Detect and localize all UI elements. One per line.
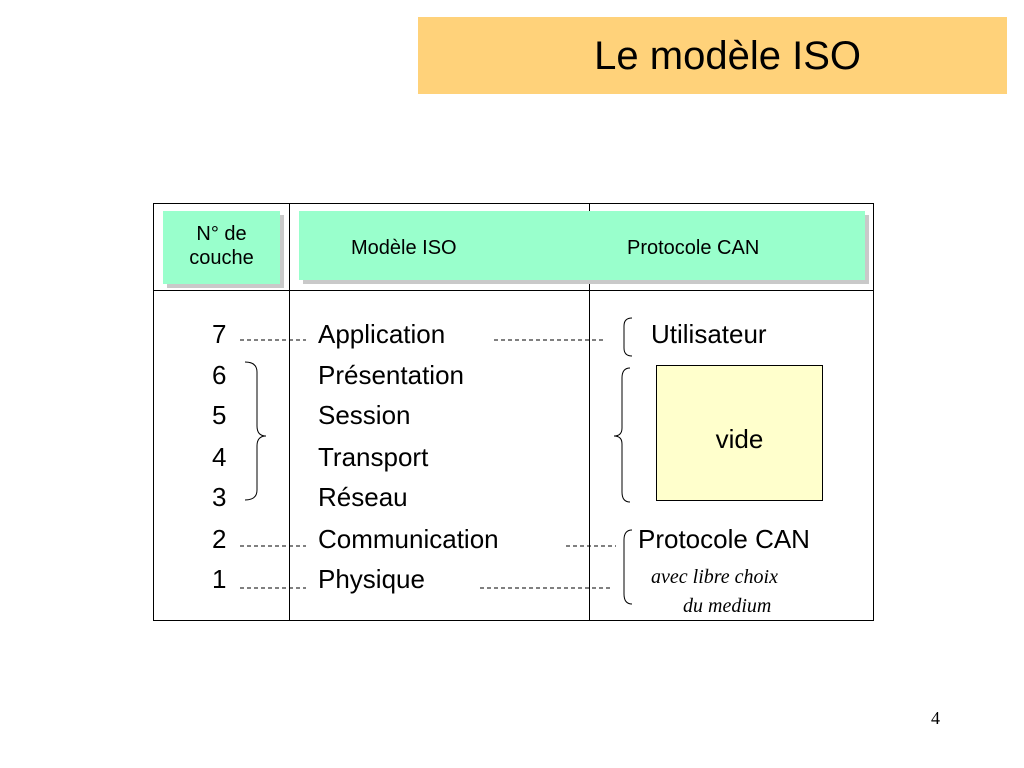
layer-number: 2 xyxy=(212,524,227,554)
header-layer-number-label: N° de couche xyxy=(189,223,254,269)
brace-layers-3-6 xyxy=(244,361,267,501)
can-user-label: Utilisateur xyxy=(651,319,767,349)
bracket-protocole-can xyxy=(623,529,633,605)
can-medium-note-line1: avec libre choix xyxy=(651,566,778,588)
column-divider-1 xyxy=(289,203,290,621)
layer-name: Session xyxy=(318,400,411,430)
layer-number: 4 xyxy=(212,442,227,472)
page-number: 4 xyxy=(931,708,940,728)
page-title: Le modèle ISO xyxy=(594,34,861,78)
can-medium-note-line2: du medium xyxy=(683,595,772,617)
can-protocol-label: Protocole CAN xyxy=(638,524,810,554)
header-divider xyxy=(153,290,874,291)
title-banner: Le modèle ISO xyxy=(418,17,1007,94)
layer-name: Application xyxy=(318,319,446,349)
layer-number: 7 xyxy=(212,319,227,349)
empty-layers-label: vide xyxy=(715,424,764,454)
layer-name: Réseau xyxy=(318,482,408,512)
header-cell-models: Modèle ISO Protocole CAN xyxy=(299,211,865,280)
layer-name: Transport xyxy=(318,442,429,472)
layer-number: 5 xyxy=(212,400,227,430)
layer-number: 3 xyxy=(212,482,227,512)
layer-number: 6 xyxy=(212,360,227,390)
layer-name: Présentation xyxy=(318,360,464,390)
empty-layers-box: vide xyxy=(656,365,823,501)
layer-name: Physique xyxy=(318,564,425,594)
header-can-protocol-label: Protocole CAN xyxy=(627,237,760,259)
iso-table-frame xyxy=(153,203,874,621)
brace-vide xyxy=(613,367,631,503)
header-cell-layer-number: N° de couche xyxy=(163,211,280,284)
header-iso-model-label: Modèle ISO xyxy=(351,237,457,259)
bracket-utilisateur xyxy=(623,317,633,357)
column-divider-2 xyxy=(589,203,590,621)
layer-name: Communication xyxy=(318,524,499,554)
layer-number: 1 xyxy=(212,564,227,594)
